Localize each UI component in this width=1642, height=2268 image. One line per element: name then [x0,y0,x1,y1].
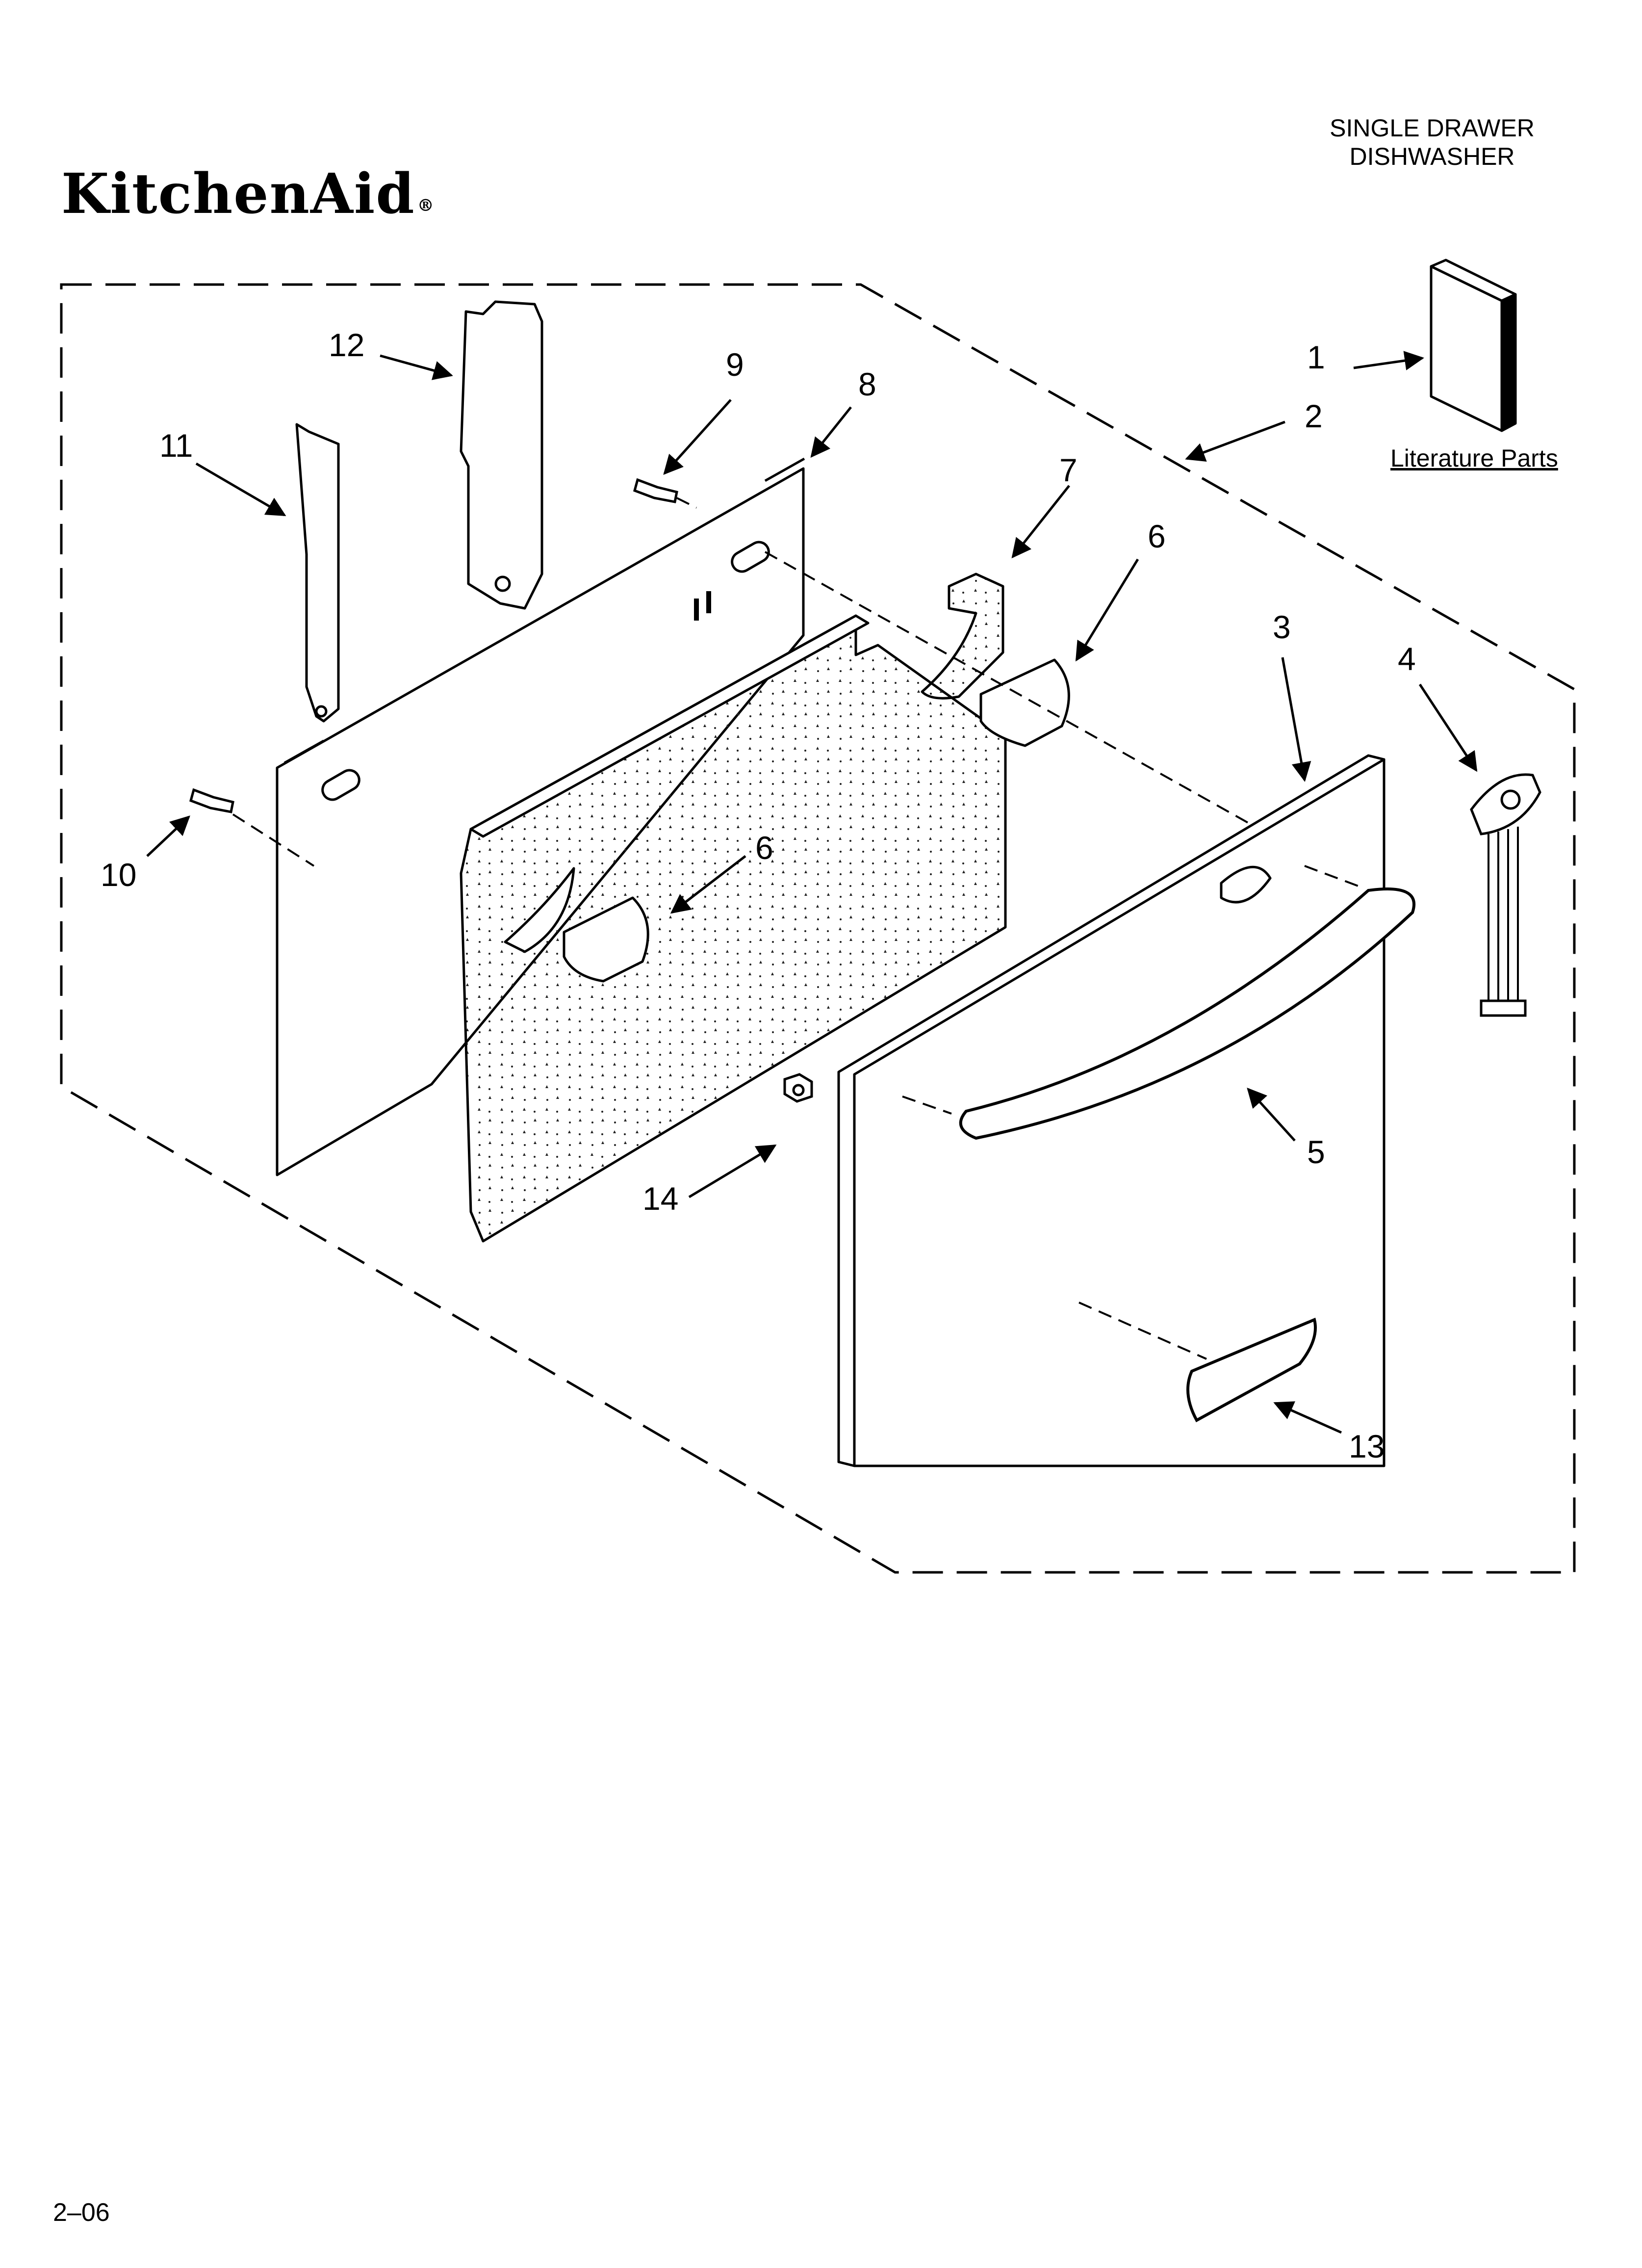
callout-4: 4 [1398,641,1416,677]
door-front-panel-part [837,754,1385,1467]
brand-logo: KitchenAid® [61,162,435,226]
callout-14: 14 [642,1180,679,1217]
literature-book-part [1430,259,1517,432]
callout-13: 13 [1349,1428,1385,1464]
callout-2: 2 [1305,398,1323,434]
callout-6-top: 6 [1148,518,1166,554]
door-handle-part [959,887,1416,1140]
callout-1: 1 [1307,339,1325,375]
callout-5: 5 [1307,1134,1325,1170]
callout-8: 8 [858,366,876,402]
callout-6-lower: 6 [755,830,773,866]
callout-3: 3 [1273,609,1291,645]
callout-leaders [146,351,1478,1434]
insulation-pad-part [460,614,1007,1243]
literature-parts-label: Literature Parts [1390,444,1558,472]
page-number: 2–06 [53,2198,110,2227]
model-title: SINGLE DRAWER DISHWASHER [1285,114,1579,171]
brand-name: KitchenAid [61,162,415,226]
callout-11: 11 [159,427,193,464]
registered-mark: ® [417,196,435,215]
model-line-2: DISHWASHER [1349,143,1515,170]
callout-10: 10 [101,857,137,893]
foam-block-parts [563,573,1070,983]
callout-7: 7 [1059,452,1078,488]
alignment-lines [232,497,1364,1360]
control-module-part [1470,773,1541,1017]
side-bracket-parts [295,300,543,723]
door-badge-part [1186,1317,1317,1423]
assembly-boundary [60,283,1576,1574]
callout-9: 9 [726,346,744,383]
fastener-parts [189,478,813,1103]
model-line-1: SINGLE DRAWER [1330,114,1535,142]
callout-12: 12 [329,327,365,363]
